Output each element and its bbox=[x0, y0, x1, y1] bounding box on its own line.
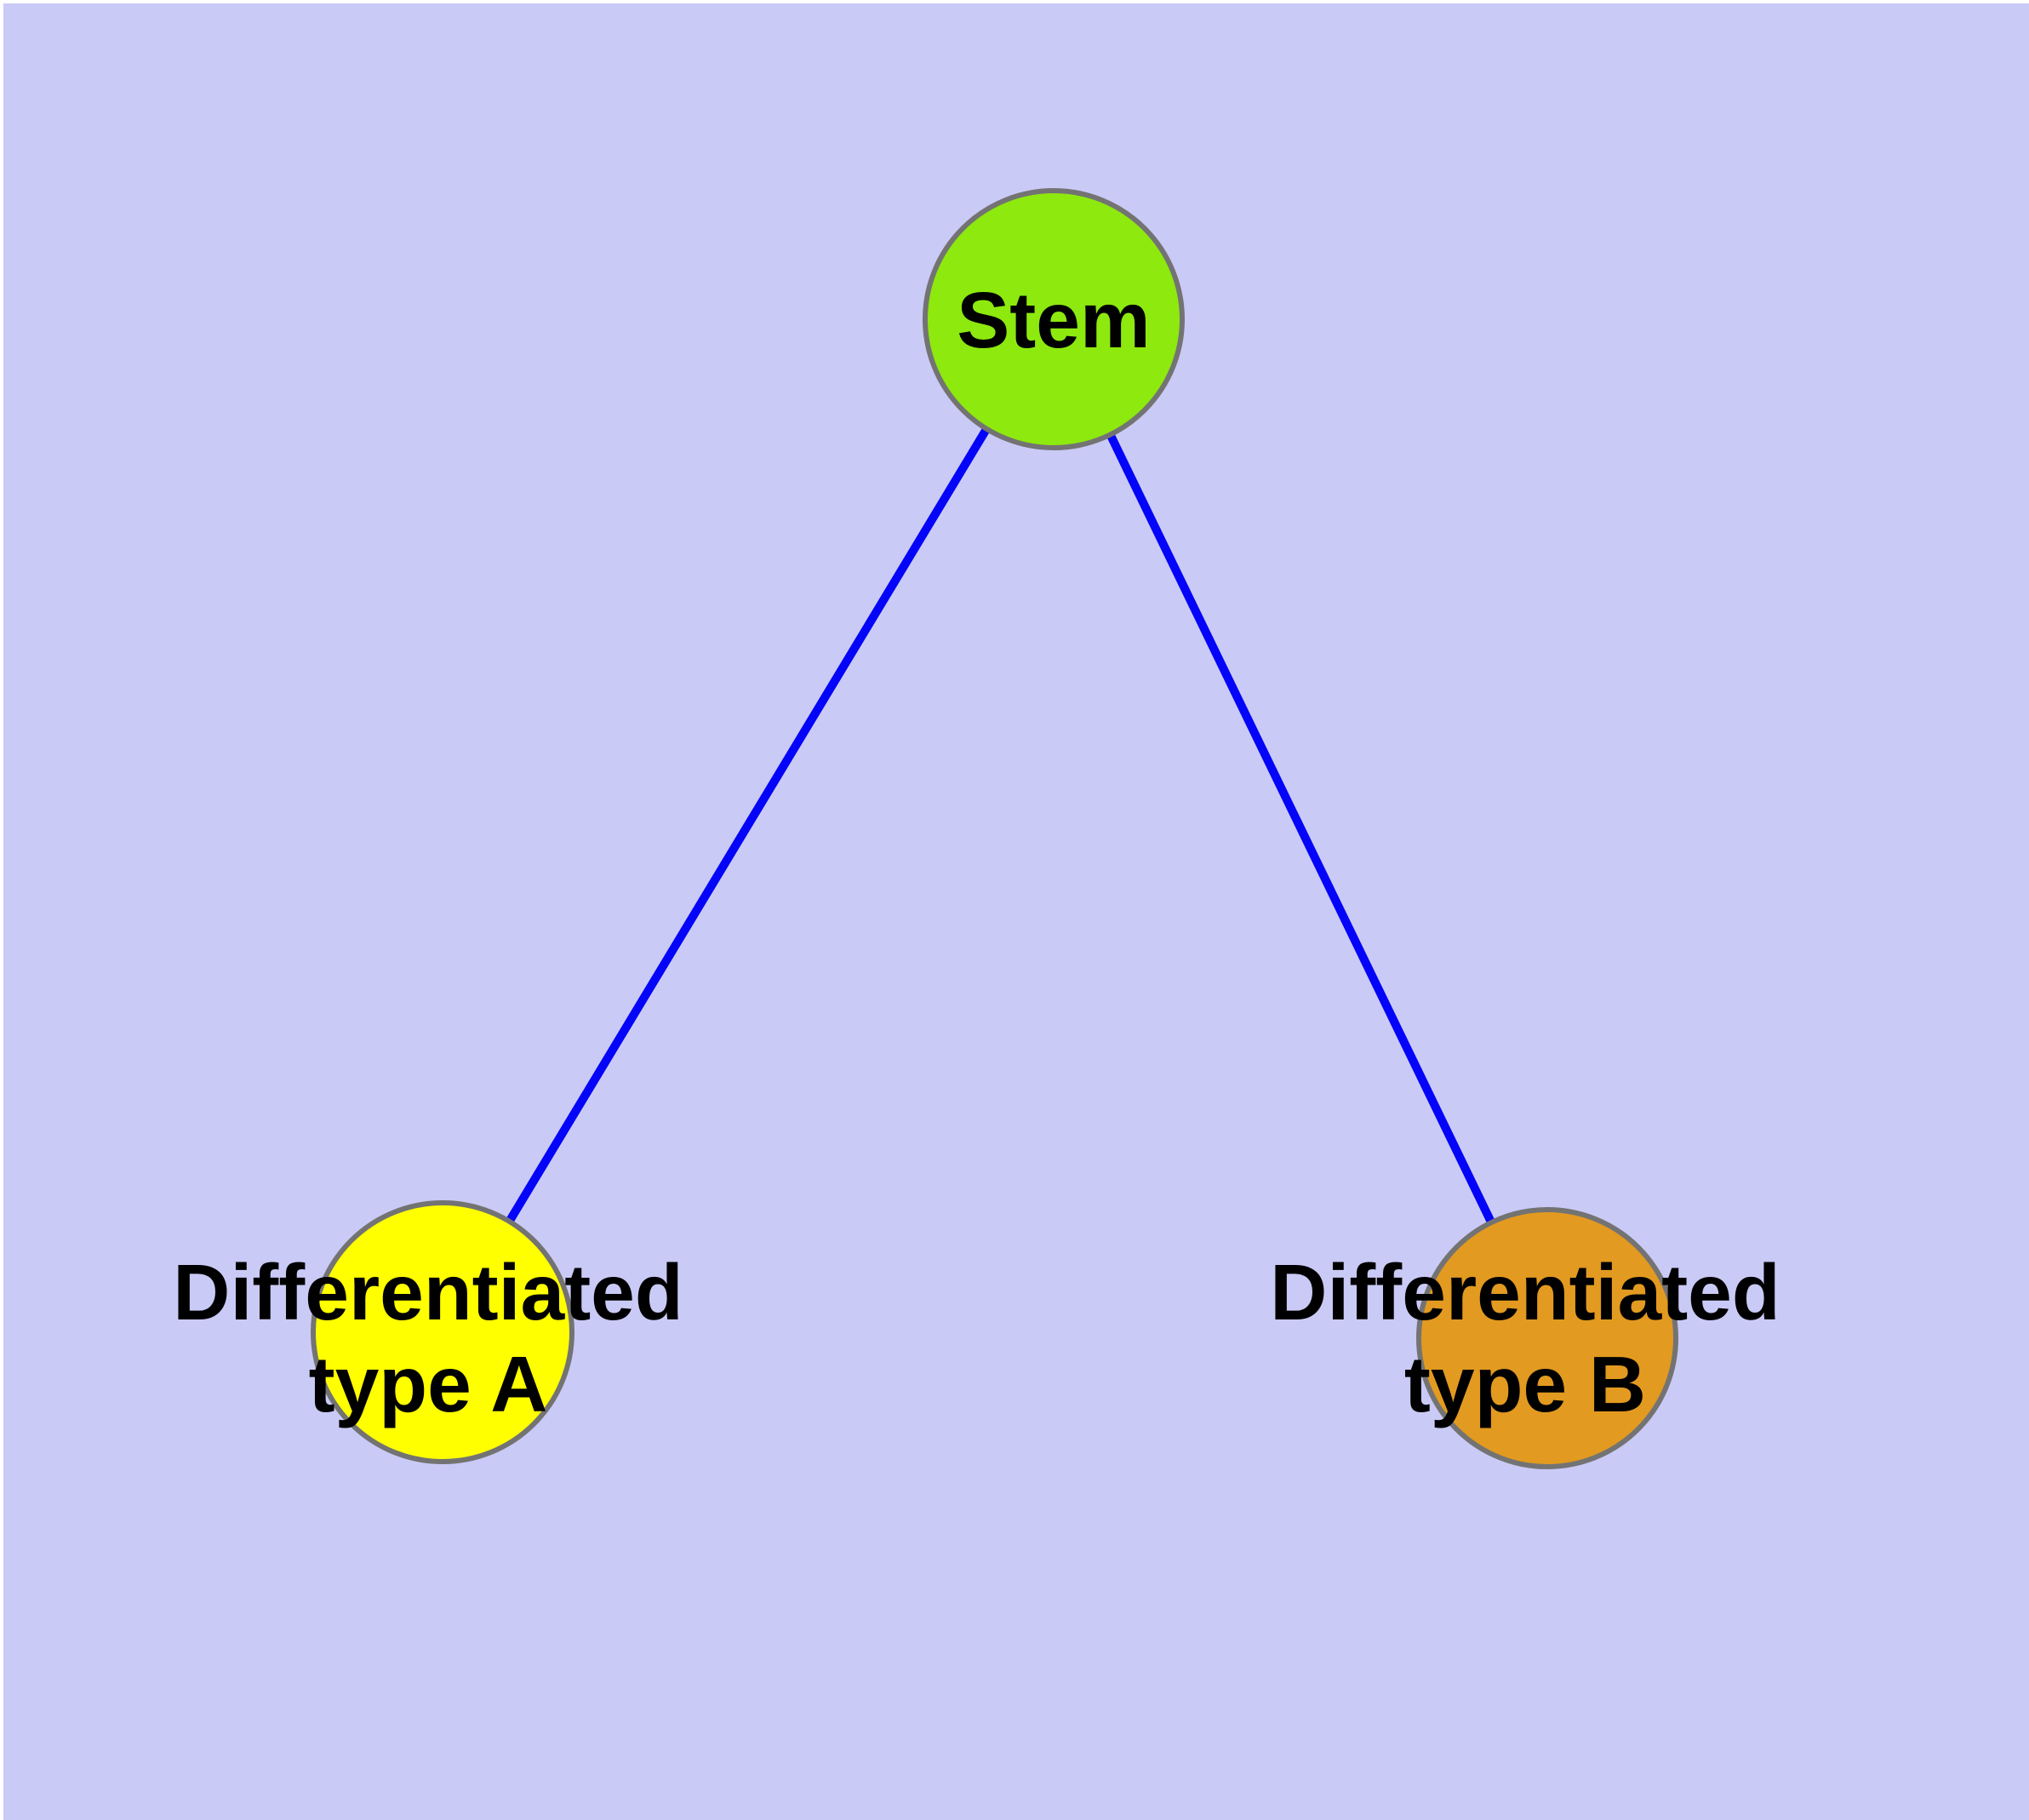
node-differentiated-type-b-circle[interactable] bbox=[1416, 1207, 1678, 1469]
edge-layer bbox=[438, 315, 1552, 1341]
node-differentiated-type-a-label-line1: Differentiated bbox=[173, 1248, 683, 1336]
node-differentiated-type-a-circle[interactable] bbox=[311, 1200, 574, 1464]
node-stem-circle[interactable] bbox=[923, 188, 1185, 450]
node-differentiated-type-a[interactable]: Differentiated type A bbox=[173, 1200, 683, 1464]
node-differentiated-type-a-label-line2: type A bbox=[309, 1340, 548, 1428]
node-differentiated-type-b-label-line2: type B bbox=[1404, 1340, 1646, 1428]
node-stem-label: Stem bbox=[957, 276, 1150, 364]
node-differentiated-type-b-label-line1: Differentiated bbox=[1270, 1248, 1780, 1336]
edge-stem-to-type-a bbox=[438, 315, 1058, 1335]
node-differentiated-type-b[interactable]: Differentiated type B bbox=[1270, 1207, 1780, 1469]
node-stem[interactable]: Stem bbox=[923, 188, 1185, 450]
edge-stem-to-type-b bbox=[1049, 315, 1552, 1341]
